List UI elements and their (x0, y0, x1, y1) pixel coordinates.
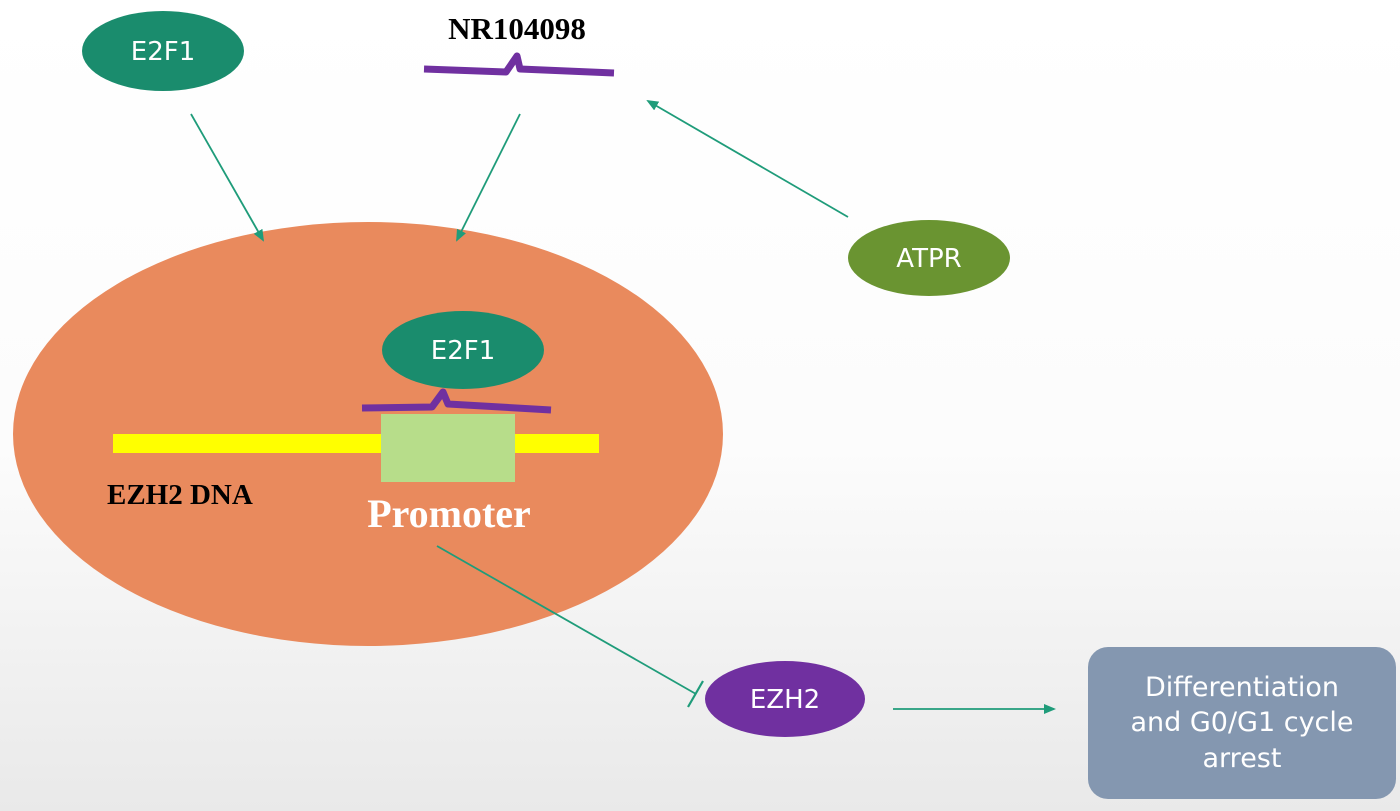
lncrna-label: NR104098 (448, 11, 586, 46)
e2f1-label: E2F1 (131, 37, 195, 67)
inhibition-promoter-to-ezh2 (436, 545, 697, 695)
ezh2-dna-label: EZH2 DNA (107, 479, 253, 511)
arrow-lncrna-to-nucleus (456, 113, 521, 242)
atpr-node (848, 220, 1010, 296)
bound-lncrna-strand (361, 388, 552, 414)
promoter-label: Promoter (367, 491, 531, 536)
arrow-atpr-to-lncrna (646, 99, 849, 218)
ezh2-label: EZH2 (750, 685, 820, 715)
outcome-box: Differentiation and G0/G1 cycle arrest (1088, 647, 1396, 799)
outcome-label: Differentiation and G0/G1 cycle arrest (1130, 672, 1354, 774)
atpr-label: ATPR (896, 244, 961, 274)
e2f1-node (82, 11, 244, 91)
arrow-e2f1-to-nucleus (190, 113, 264, 242)
bound-e2f1-label: E2F1 (431, 336, 495, 366)
promoter-region (381, 414, 515, 482)
bound-e2f1-node (382, 311, 544, 389)
ezh2-dna-strand (113, 434, 599, 453)
inhibition-bar (687, 680, 704, 708)
lncrna-strand (423, 52, 615, 77)
ezh2-node (705, 661, 865, 737)
